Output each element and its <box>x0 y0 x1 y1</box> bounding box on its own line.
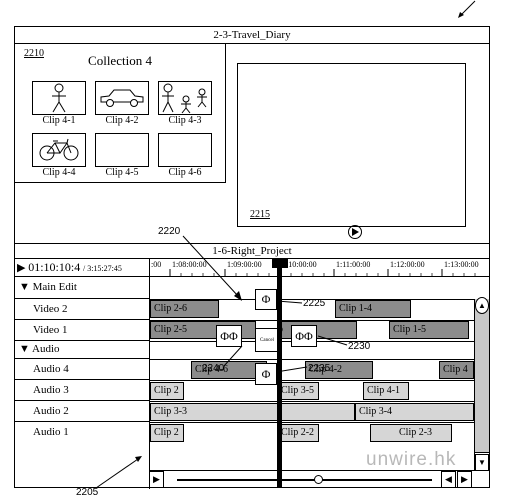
clip-segment-4[interactable]: Clip 4 <box>439 361 474 379</box>
ruler-label: 1:12:00:00 <box>390 260 425 269</box>
play-small-icon[interactable]: ▶ <box>149 471 164 488</box>
track-audio-group[interactable]: ▼ Audio <box>15 341 149 359</box>
clip-segment-2-6[interactable]: Clip 2-6 <box>150 300 219 318</box>
collection-panel: 2210 Collection 4 Clip 4-1 <box>15 44 226 183</box>
playhead-line[interactable] <box>277 265 282 488</box>
total-duration: / 3:15:27:45 <box>82 264 122 273</box>
ruler-label: 1:09:00:00 <box>227 260 262 269</box>
cancel-effect-button[interactable]: Cancel <box>255 328 279 352</box>
effect-marker-audio[interactable]: Φ <box>255 363 277 385</box>
clip-segment-2[interactable]: Clip 2 <box>150 424 184 442</box>
ruler-label: 1:08:00:00 <box>172 260 207 269</box>
clip-segment-3-4[interactable]: Clip 3-4 <box>355 403 474 421</box>
callout-2225: 2225 <box>303 298 326 309</box>
scroll-slider-track[interactable] <box>177 479 432 481</box>
scroll-left-icon[interactable]: ◀ <box>441 471 456 488</box>
clip-label: Clip 4-1 <box>42 115 76 126</box>
watermark: unwire.hk <box>366 449 457 470</box>
track-video-1: Video 1 <box>15 320 149 341</box>
clip-segment-2-2[interactable]: Clip 2-2 <box>277 424 319 442</box>
timeline-ruler[interactable]: :00 1:08:00:00 1:09:00:00 1:10:00:00 1:1… <box>149 259 490 299</box>
effect-transition-right[interactable]: ΦΦ <box>291 325 317 347</box>
corner-arrow-icon <box>458 0 476 18</box>
track-audio-1: Audio 1 <box>33 426 69 438</box>
horizontal-scrollbar[interactable]: ▶ ◀ ▶ <box>149 470 474 488</box>
bicycle-icon <box>39 138 79 161</box>
clip-4-5[interactable]: Clip 4-5 <box>95 133 149 179</box>
collection-title: Collection 4 <box>88 53 152 68</box>
clip-segment-2[interactable]: Clip 2 <box>150 382 184 400</box>
current-timecode: 01:10:10:4 <box>28 260 81 274</box>
clip-label: Clip 4-2 <box>105 115 139 126</box>
preview-ref: 2215 <box>250 209 270 220</box>
scroll-up-icon[interactable]: ▲ <box>475 297 489 314</box>
play-triangle-icon[interactable]: ▶ <box>17 262 26 274</box>
person-icon <box>52 83 66 113</box>
ruler-ticks <box>169 269 476 277</box>
timecode-display: ▶ 01:10:10:4 / 3:15:27:45 <box>15 259 149 277</box>
track-audio-3: Audio 3 <box>15 380 149 401</box>
clip-segment-2-3[interactable]: Clip 2-3 <box>370 424 452 442</box>
clip-4-3[interactable]: Clip 4-3 <box>158 81 212 127</box>
scroll-right-icon[interactable]: ▶ <box>457 471 472 488</box>
clip-4-1[interactable]: Clip 4-1 <box>32 81 86 127</box>
playhead-handle[interactable] <box>272 259 288 268</box>
track-audio-4: Audio 4 <box>15 359 149 380</box>
ruler-label: 1:11:00:00 <box>336 260 371 269</box>
scroll-down-icon[interactable]: ▼ <box>475 454 489 471</box>
callout-2230: 2230 <box>348 341 371 352</box>
clip-label: Clip 4-4 <box>42 167 76 178</box>
play-icon <box>352 228 359 236</box>
scroll-track[interactable] <box>475 299 489 453</box>
clip-4-2[interactable]: Clip 4-2 <box>95 81 149 127</box>
clip-segment-4-1[interactable]: Clip 4-1 <box>363 382 409 400</box>
clip-segment-1-4[interactable]: Clip 1-4 <box>335 300 411 318</box>
clip-segment-3-3[interactable]: Clip 3-3 <box>150 403 355 421</box>
callout-2240: 2240 <box>202 363 225 374</box>
collection-ref: 2210 <box>24 48 44 59</box>
clip-segment-4-2[interactable]: Clip 4-2 <box>305 361 373 379</box>
callout-2235: 2235 <box>308 363 331 374</box>
collapse-triangle-icon[interactable]: ▼ <box>19 343 30 355</box>
app-window: 2-3-Travel_Diary 2210 Collection 4 Clip … <box>14 26 490 489</box>
play-button[interactable] <box>348 225 362 239</box>
clip-label: Clip 4-6 <box>168 167 202 178</box>
scroll-slider-thumb[interactable] <box>314 475 323 484</box>
clip-4-4[interactable]: Clip 4-4 <box>32 133 86 179</box>
effect-marker-main[interactable]: Φ <box>255 289 277 310</box>
vertical-scrollbar[interactable]: ▲ ▼ <box>474 297 489 471</box>
ruler-label: 1:13:00:00 <box>444 260 479 269</box>
ruler-label: 1:10:00:00 <box>282 260 317 269</box>
preview-viewer[interactable]: 2215 <box>237 63 466 227</box>
clip-segment-1-5[interactable]: Clip 1-5 <box>389 321 469 339</box>
callout-arrow-2220 <box>182 235 242 301</box>
callout-arrow-2205 <box>95 456 142 489</box>
window-title: 2-3-Travel_Diary <box>15 27 489 44</box>
callout-2205: 2205 <box>76 487 99 498</box>
track-video-2: Video 2 <box>15 299 149 320</box>
effect-transition-left[interactable]: ΦΦ <box>216 325 242 347</box>
car-icon <box>100 89 144 107</box>
clip-segment-3-5[interactable]: Clip 3-5 <box>277 382 319 400</box>
ruler-label: :00 <box>151 260 162 269</box>
track-audio-2: Audio 2 <box>15 401 149 422</box>
track-main-edit[interactable]: ▼ Main Edit <box>15 277 149 299</box>
clip-label: Clip 4-3 <box>168 115 202 126</box>
clip-4-6[interactable]: Clip 4-6 <box>158 133 212 179</box>
collapse-triangle-icon[interactable]: ▼ <box>19 281 30 293</box>
clip-label: Clip 4-5 <box>105 167 139 178</box>
project-title: 1-6-Right_Project <box>15 243 489 259</box>
people-icon <box>162 83 207 114</box>
callout-2220: 2220 <box>158 226 181 237</box>
